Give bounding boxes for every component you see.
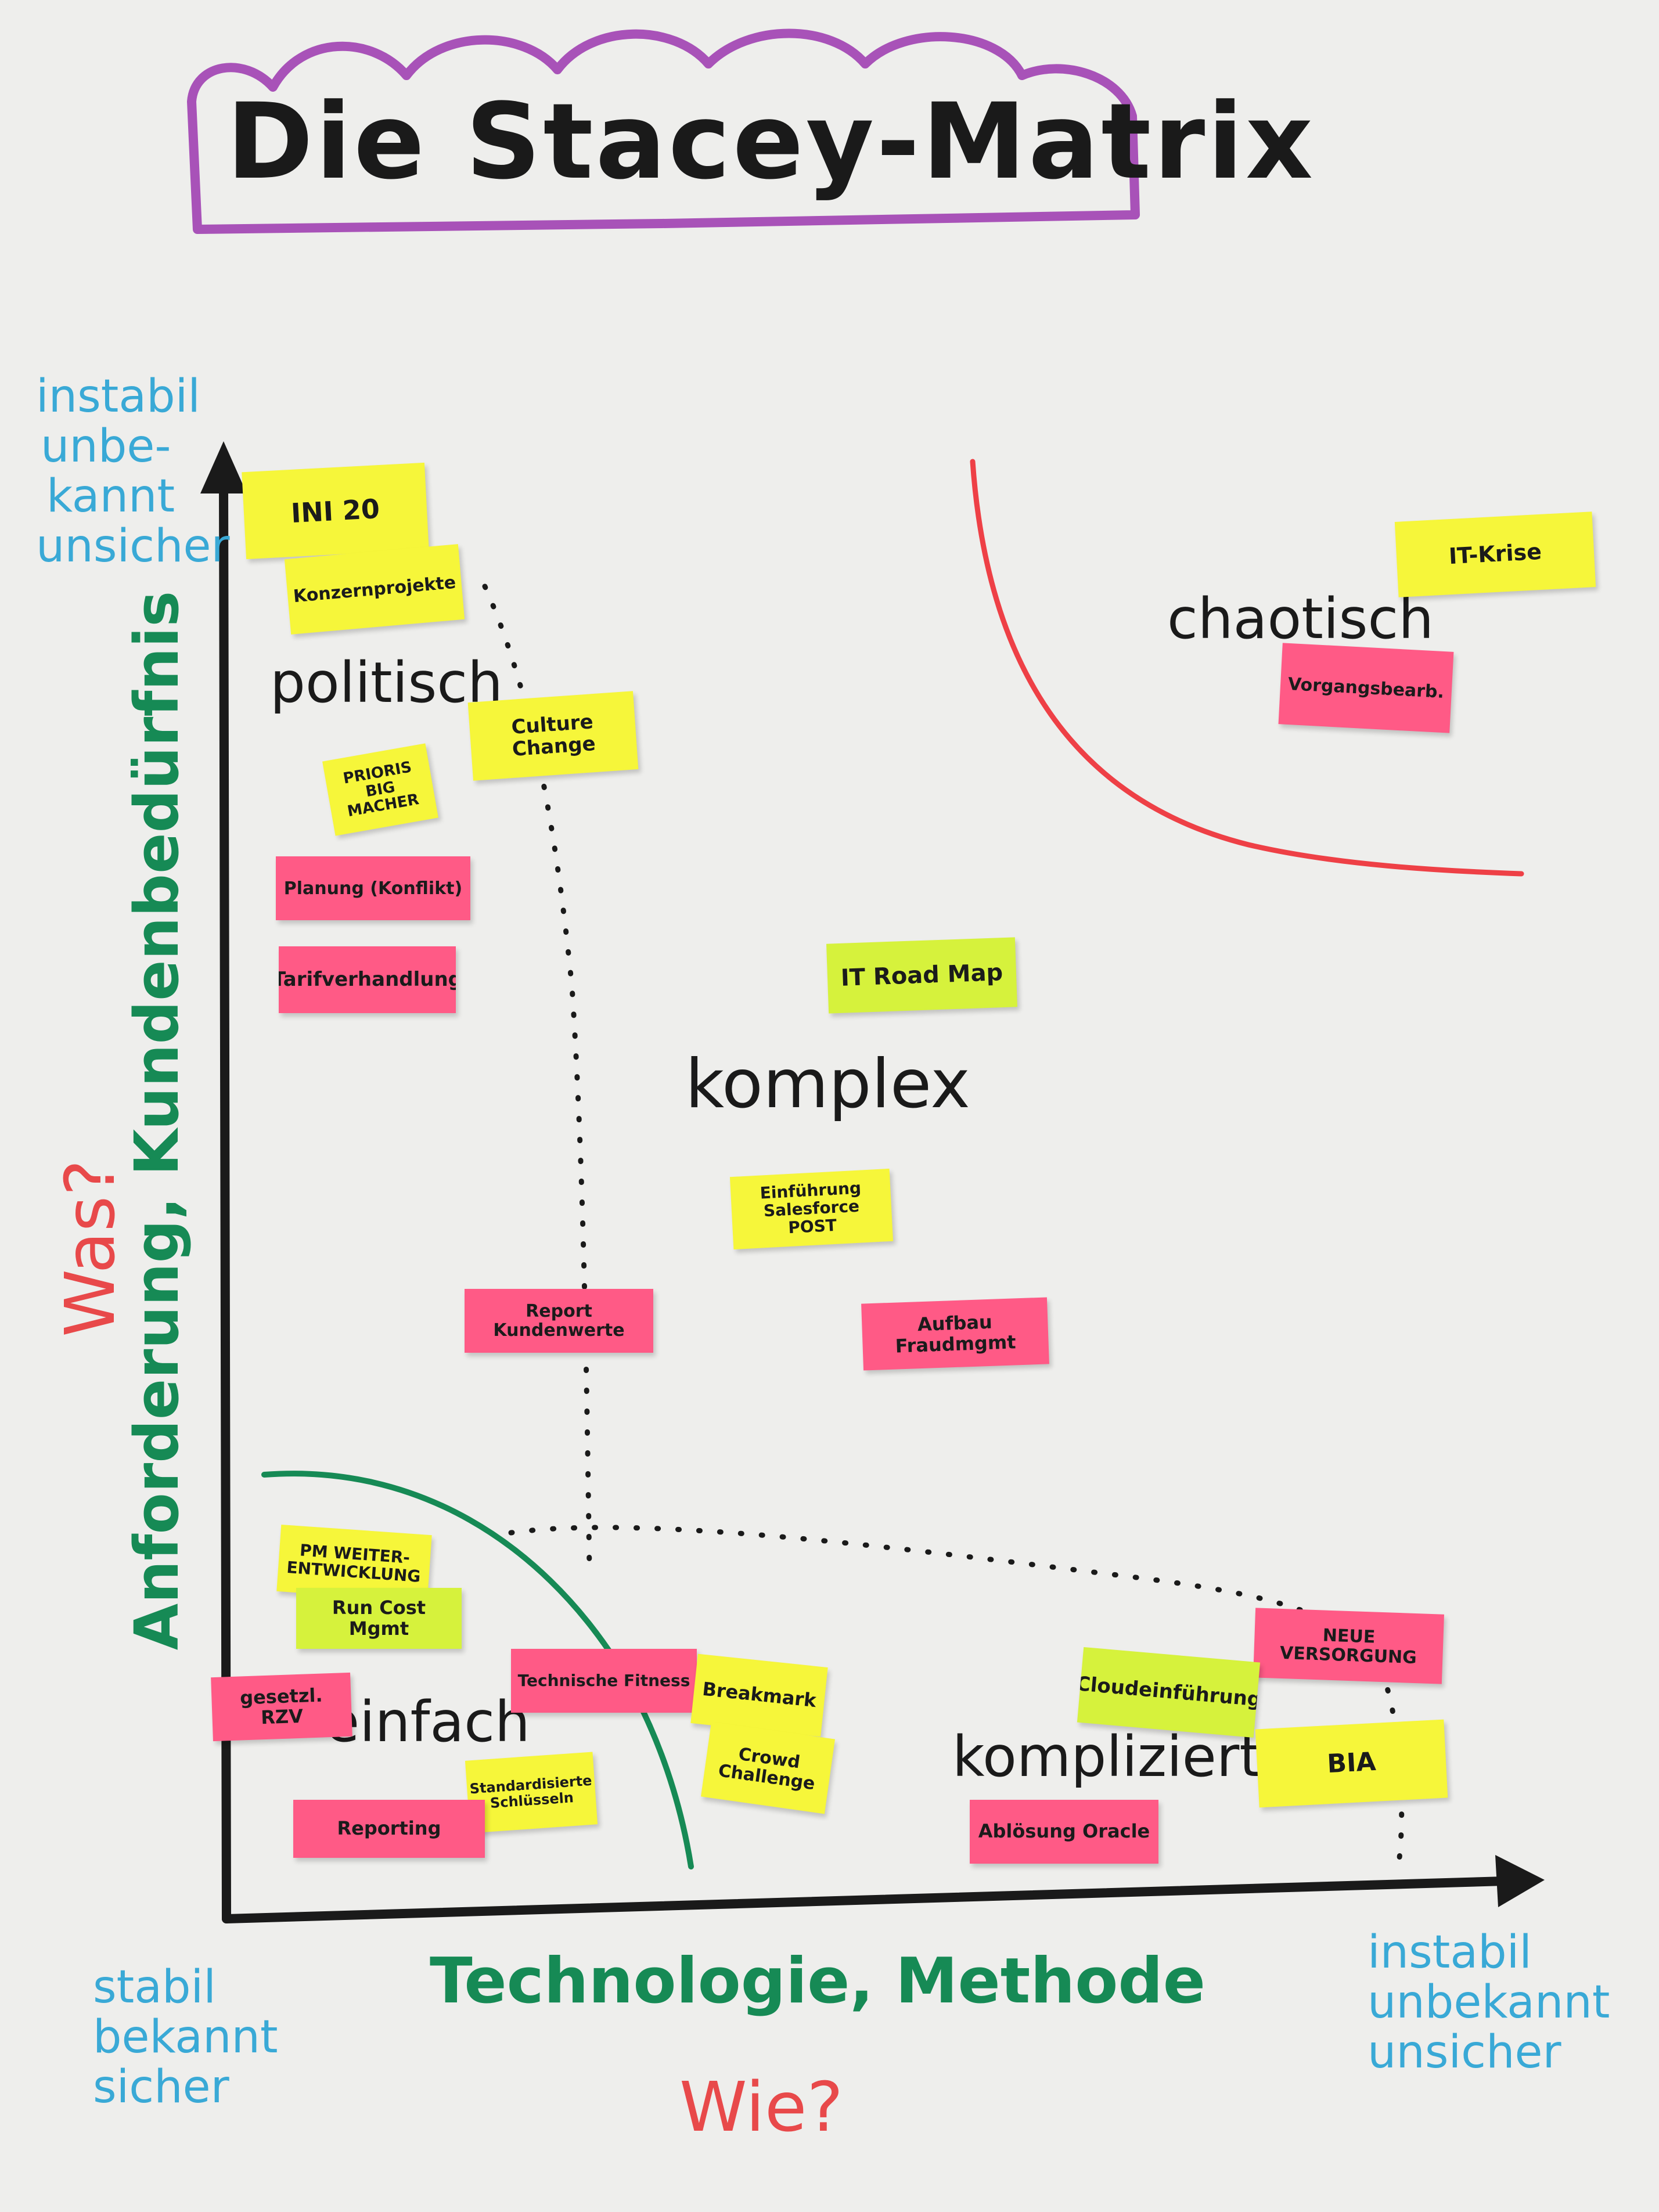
y-axis-question: Was? — [50, 1159, 130, 1337]
x-axis-left-line-2: bekannt — [93, 2011, 278, 2063]
sticky-note-cloudeinfuehrung: Cloudeinführung — [1077, 1647, 1261, 1738]
dotted-vertical-boundary — [482, 583, 592, 1570]
zone-label-kompliziert: kompliziert — [952, 1724, 1261, 1789]
sticky-note-tarifverhandlung: Tarifverhandlung — [279, 946, 456, 1013]
x-axis-question: Wie? — [679, 2067, 844, 2147]
sticky-note-ini20: INI 20 — [242, 462, 429, 560]
x-axis-right-label: instabil unbekannt unsicher — [1367, 1928, 1610, 2077]
sticky-note-standardisierung: Standardisierte Schlüsseln — [465, 1752, 598, 1833]
sticky-note-gesetzl: gesetzl. RZV — [211, 1672, 352, 1742]
x-axis-left-label: stabil bekannt sicher — [93, 1962, 278, 2112]
zone-label-komplex: komplex — [685, 1045, 970, 1123]
y-axis-label: Anforderung, Kundenbedürfnis — [121, 590, 192, 1651]
sticky-note-technische-fitness: Technische Fitness — [511, 1649, 697, 1713]
sticky-note-runcost: Run Cost Mgmt — [296, 1588, 462, 1649]
y-axis-arrowhead — [200, 441, 247, 493]
zone-label-chaotisch: chaotisch — [1167, 586, 1434, 651]
x-axis-left-line-1: stabil — [93, 1961, 216, 2013]
y-axis-top-label: instabil unbe- kannt unsicher — [36, 372, 230, 571]
page-title: Die Stacey-Matrix — [226, 81, 1316, 203]
x-axis-right-line-1: instabil — [1367, 1926, 1532, 1979]
sticky-note-salesforce: Einführung Salesforce POST — [729, 1168, 894, 1250]
sticky-note-bia: BIA — [1255, 1719, 1448, 1808]
simple-boundary-curve — [261, 1471, 694, 1869]
sticky-note-it-krise: IT-Krise — [1394, 511, 1596, 597]
y-axis-top-line-3: kannt — [46, 470, 175, 523]
sticky-note-it-roadmap: IT Road Map — [826, 937, 1017, 1014]
sticky-note-culture-change: Culture Change — [467, 691, 639, 781]
title-cloud-frame — [187, 28, 1140, 234]
x-axis-left-line-3: sicher — [93, 2061, 229, 2113]
chaos-boundary-curve — [970, 459, 1524, 877]
x-axis-label: Technologie, Methode — [430, 1945, 1205, 2018]
x-axis-right-line-2: unbekannt — [1367, 1976, 1610, 2029]
x-axis-right-line-3: unsicher — [1367, 2026, 1561, 2078]
x-axis-line — [222, 1876, 1509, 1923]
dotted-horizontal-boundary — [508, 1525, 1405, 1861]
sticky-note-kundenwerte: Report Kundenwerte — [465, 1289, 653, 1353]
sticky-note-vorgangsbearb: Vorgangsbearb. — [1278, 643, 1454, 733]
y-axis-top-line-2: unbe- — [41, 420, 171, 473]
x-axis-arrowhead — [1495, 1855, 1545, 1907]
zone-label-einfach: einfach — [325, 1689, 530, 1755]
y-axis-top-line-4: unsicher — [36, 520, 230, 572]
zone-label-politisch: politisch — [270, 650, 503, 715]
sticky-note-reporting: Reporting — [293, 1800, 485, 1858]
sticky-note-neue-versorgung: NEUE VERSORGUNG — [1253, 1608, 1444, 1684]
sticky-note-fraudmgmt: Aufbau Fraudmgmt — [861, 1297, 1049, 1371]
sticky-note-planung: Planung (Konflikt) — [276, 856, 470, 920]
sticky-note-konzernprojekte: Konzernprojekte — [284, 544, 465, 635]
sticky-note-abloesung-oracle: Ablösung Oracle — [970, 1800, 1158, 1864]
y-axis-top-line-1: instabil — [36, 370, 200, 423]
